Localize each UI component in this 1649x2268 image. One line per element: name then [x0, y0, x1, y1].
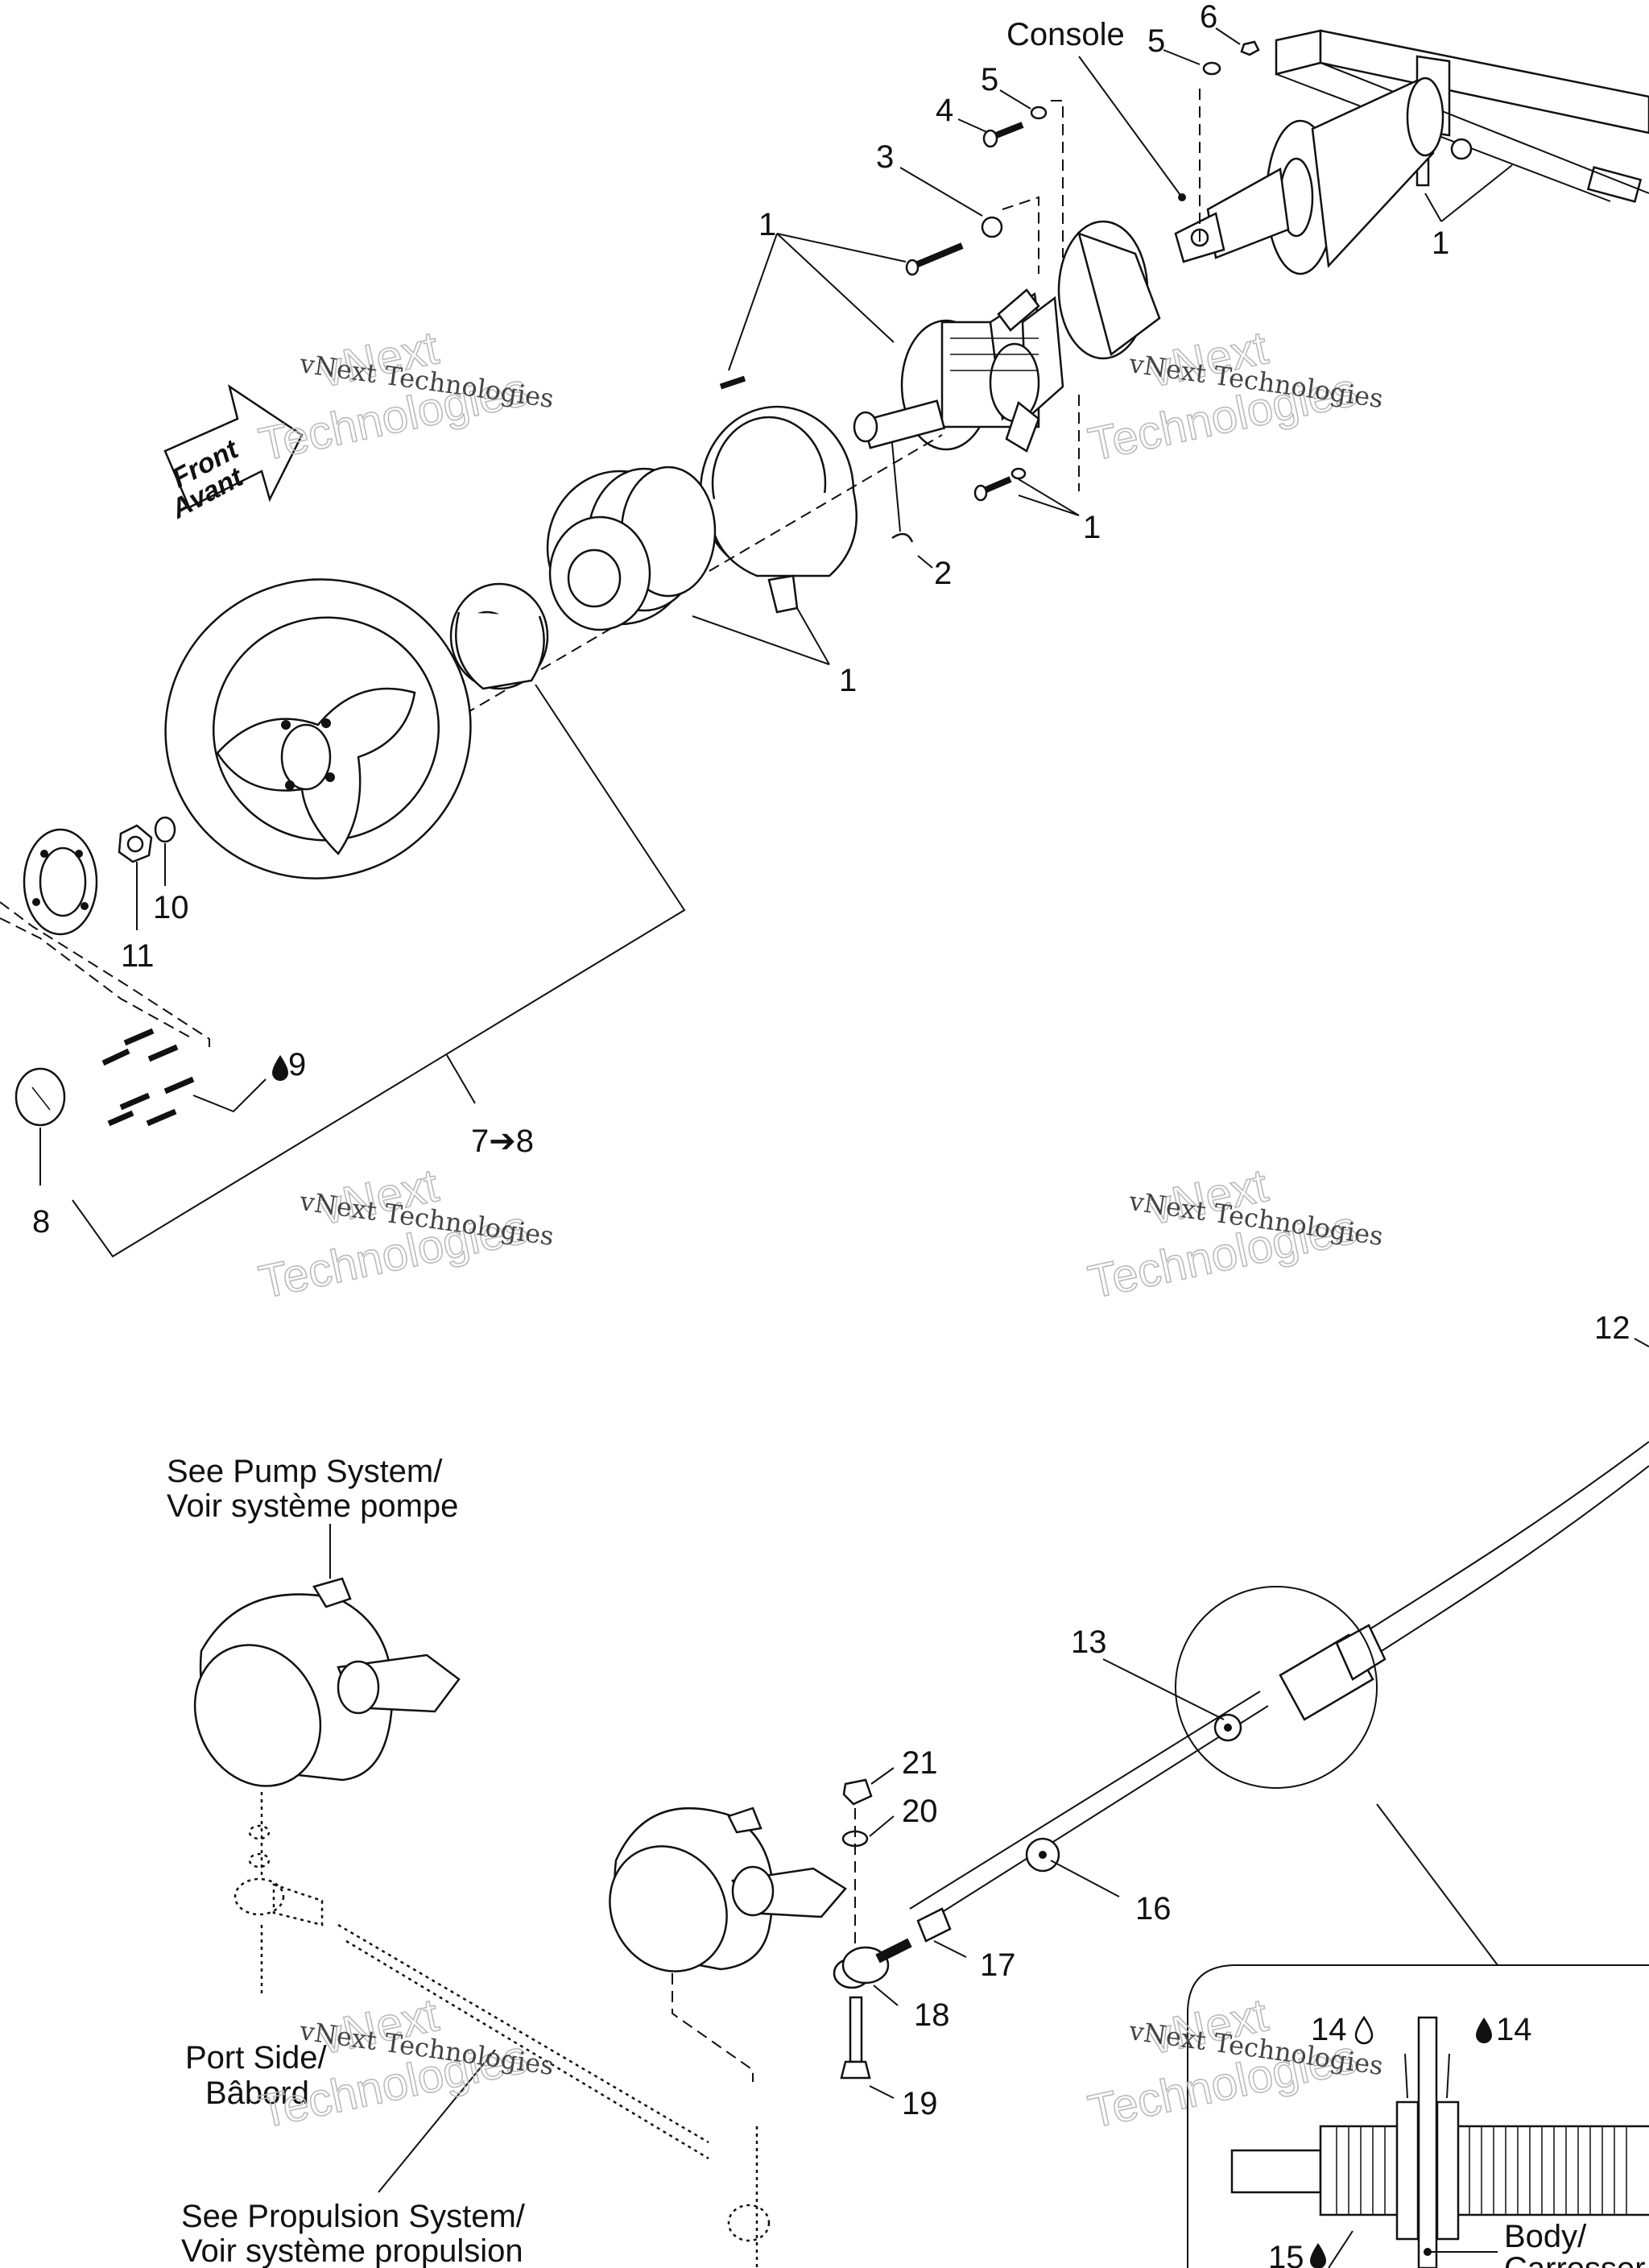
- detail-inset: [1187, 1964, 1649, 2268]
- pump-note-en: See Pump System/: [167, 1454, 443, 1489]
- screw-1-left: [719, 375, 746, 390]
- label-1-lower: 1: [1083, 510, 1101, 545]
- nut-21: [842, 1778, 873, 1806]
- nut-11: [118, 824, 153, 863]
- console-callout: Console: [1006, 17, 1201, 242]
- port-side-note: Port Side/ Bâbord: [185, 2040, 328, 2111]
- label-14-right: 14: [1496, 2012, 1532, 2047]
- key-2: [891, 532, 914, 543]
- label-17: 17: [980, 1947, 1016, 1983]
- label-15: 15: [1268, 2240, 1304, 2268]
- steering-wheel: [164, 578, 472, 879]
- drop-icon-14-left: [1354, 2015, 1374, 2045]
- console-label: Console: [1006, 17, 1125, 52]
- watermark-mid-left: vNext Technologies vNext Technologies: [254, 1158, 556, 1309]
- label-4: 4: [936, 93, 953, 128]
- label-6: 6: [1200, 0, 1217, 35]
- spacer-stack: [546, 466, 717, 631]
- propulsion-note-fr: Voir système propulsion: [181, 2233, 523, 2268]
- label-2: 2: [934, 556, 952, 591]
- watermark-mid-right: vNext Technologies vNext Technologies: [1083, 1158, 1385, 1309]
- label-12: 12: [1594, 1310, 1630, 1346]
- label-14-left: 14: [1311, 2012, 1347, 2047]
- label-16: 16: [1135, 1891, 1172, 1927]
- screw-1-lower: [973, 467, 1027, 502]
- see-pump-note: See Pump System/ Voir système pompe: [167, 1454, 458, 1524]
- nut-6: [1240, 40, 1260, 56]
- detail-circle: [1175, 1586, 1378, 1789]
- label-13: 13: [1071, 1624, 1107, 1660]
- center-cap-8: [14, 1067, 66, 1127]
- port-tie-rod: [234, 1792, 771, 2268]
- body-note-en: Body/: [1504, 2219, 1587, 2254]
- body-note-fr: Carrosser: [1504, 2251, 1646, 2268]
- drop-icon-9: [272, 1055, 288, 1081]
- label-3: 3: [876, 139, 894, 175]
- label-18: 18: [914, 1997, 950, 2033]
- center-plate: [23, 828, 98, 936]
- hub-adapter: [449, 582, 549, 690]
- label-11: 11: [121, 938, 155, 974]
- propulsion-note-en: See Propulsion System/: [181, 2199, 526, 2234]
- watermark-top-left: vNext Technologies vNext Technologies: [254, 321, 556, 471]
- see-propulsion-note: See Propulsion System/ Voir système prop…: [181, 2199, 526, 2268]
- port-note-fr: Bâbord: [205, 2076, 309, 2111]
- label-7-to-8: 7➔8: [471, 1124, 534, 1159]
- pump-nozzle: [193, 1577, 461, 1787]
- hub-shroud: [699, 405, 858, 614]
- label-1-upper: 1: [758, 207, 776, 242]
- lock-washer-3: [981, 216, 1003, 238]
- label-5: 5: [981, 62, 998, 97]
- label-1-right: 1: [1432, 226, 1449, 261]
- washer-5: [1030, 106, 1048, 120]
- watermark-bottom-right: vNext Technologies vNext Technologies: [1083, 1988, 1385, 2138]
- steering-cable: [909, 1441, 1649, 1943]
- label-1-bottom: 1: [839, 663, 857, 698]
- steering-nozzle: [609, 1807, 847, 1972]
- label-19: 19: [902, 2086, 938, 2121]
- bolt-19: [840, 1996, 871, 2080]
- pump-note-fr: Voir système pompe: [167, 1488, 458, 1524]
- port-note-en: Port Side/: [185, 2040, 328, 2076]
- drop-icon-14-right: [1476, 2018, 1492, 2043]
- steering-column-housing: [1174, 77, 1444, 275]
- ball-joint-18: [833, 1938, 912, 1989]
- label-8: 8: [32, 1204, 50, 1240]
- screw-4: [982, 122, 1024, 148]
- screws-9: [101, 1028, 195, 1127]
- washer-10: [154, 816, 176, 843]
- label-9: 9: [288, 1047, 306, 1082]
- label-21: 21: [902, 1745, 938, 1781]
- steering-mechanism: [853, 220, 1161, 453]
- washer-5-top: [1202, 61, 1221, 76]
- label-5-top: 5: [1147, 23, 1165, 59]
- drop-icon-15: [1310, 2243, 1326, 2268]
- label-10: 10: [153, 890, 189, 925]
- screw-1-upper: [905, 242, 964, 276]
- label-20: 20: [902, 1794, 938, 1829]
